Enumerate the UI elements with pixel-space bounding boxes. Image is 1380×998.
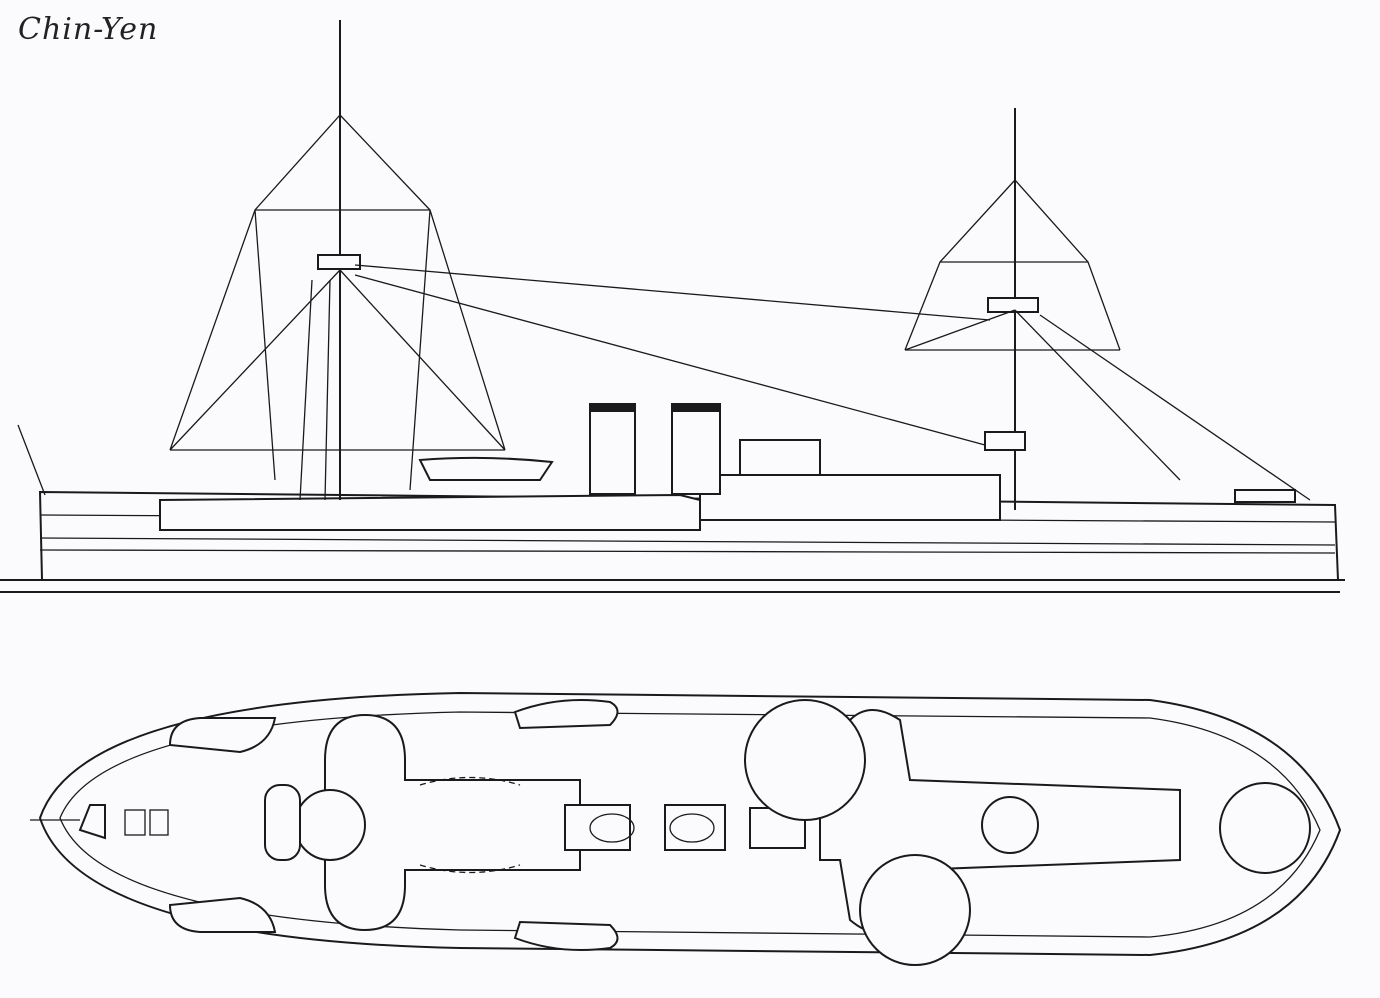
forward-funnel-cap [590, 404, 635, 412]
bow-gun [78, 804, 106, 840]
aft-funnel-cap [672, 404, 720, 412]
bridge-house [739, 439, 821, 476]
lifeboat [418, 456, 554, 481]
gun-deck-line [39, 537, 1336, 546]
foremast-rigging [169, 114, 506, 491]
funnel-opening-2 [669, 813, 715, 843]
aft-superstructure [699, 474, 1001, 521]
foremast-top [317, 254, 361, 270]
superstructure [159, 493, 701, 531]
fitting-2 [149, 809, 169, 836]
stays [354, 264, 991, 446]
barbette-port [744, 699, 866, 821]
mainmast-rigging [904, 179, 1311, 501]
boat-starboard-mid [513, 920, 619, 952]
aft-turret [981, 796, 1039, 854]
forward-funnel [589, 403, 636, 495]
stern-turret [1219, 782, 1311, 874]
boat-port-fwd [168, 717, 277, 754]
ship-name-signature: Chin-Yen [18, 12, 159, 47]
side-elevation [0, 20, 1345, 593]
plan-view [30, 691, 1342, 966]
barbette-starboard [859, 854, 971, 966]
funnel-plan-2 [664, 804, 726, 851]
main-deck-line [39, 549, 1336, 554]
stern-house [1234, 489, 1296, 503]
fitting-1 [124, 809, 146, 836]
boat-port-mid [513, 698, 619, 730]
bowsprit [17, 424, 46, 496]
funnel-plan-1 [564, 804, 631, 851]
fwd-hatch [264, 784, 301, 861]
forward-turret [294, 789, 366, 861]
mainmast-top [987, 297, 1039, 313]
funnel-opening-1 [589, 813, 635, 843]
foremast-ladder [299, 279, 331, 501]
mainmast-platform [984, 431, 1026, 451]
boat-starboard-fwd [168, 896, 277, 933]
dashed-hatches [419, 776, 521, 874]
aft-funnel [671, 403, 721, 495]
